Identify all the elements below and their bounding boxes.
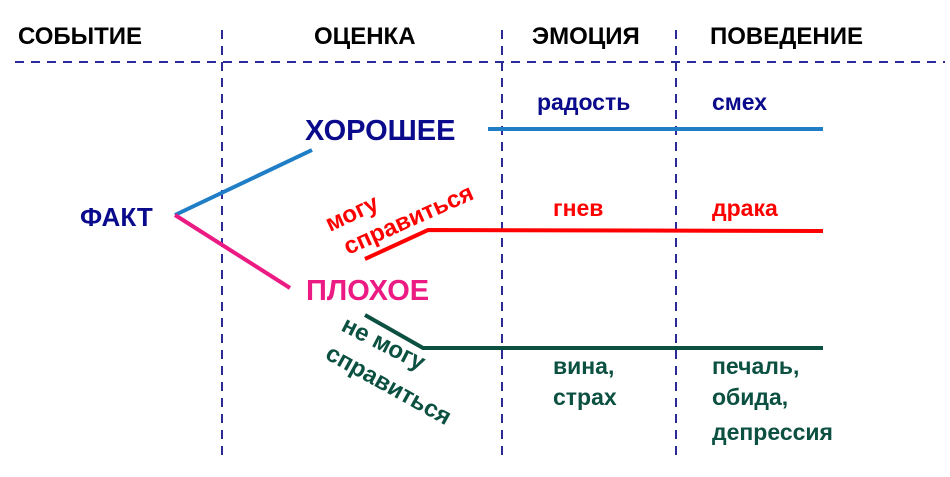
bad-branch-line	[173, 213, 292, 290]
good-behavior: смех	[712, 89, 767, 115]
can-cope-line	[364, 227, 824, 261]
header-behavior: ПОВЕДЕНИЕ	[710, 23, 863, 50]
header-event: СОБЫТИЕ	[18, 23, 142, 50]
cannot-cope-behavior: печаль,	[712, 353, 799, 379]
cannot-cope-line	[364, 313, 823, 350]
can-cope-emotion: гнев	[553, 195, 603, 221]
good-label: ХОРОШЕЕ	[305, 115, 456, 147]
fact-label: ФАКТ	[80, 202, 153, 232]
can-cope-behavior: драка	[712, 195, 778, 221]
good-emotion: радость	[537, 89, 630, 115]
cannot-cope-behavior: депрессия	[712, 419, 833, 445]
good-branch-line	[174, 148, 313, 217]
bad-label: ПЛОХОЕ	[306, 275, 429, 307]
cannot-cope-emotion: страх	[553, 384, 617, 410]
cannot-cope-emotion: вина,	[553, 353, 614, 379]
header-emotion: ЭМОЦИЯ	[532, 23, 640, 50]
header-appraisal: ОЦЕНКА	[314, 23, 416, 50]
cannot-cope-behavior: обида,	[712, 384, 788, 410]
